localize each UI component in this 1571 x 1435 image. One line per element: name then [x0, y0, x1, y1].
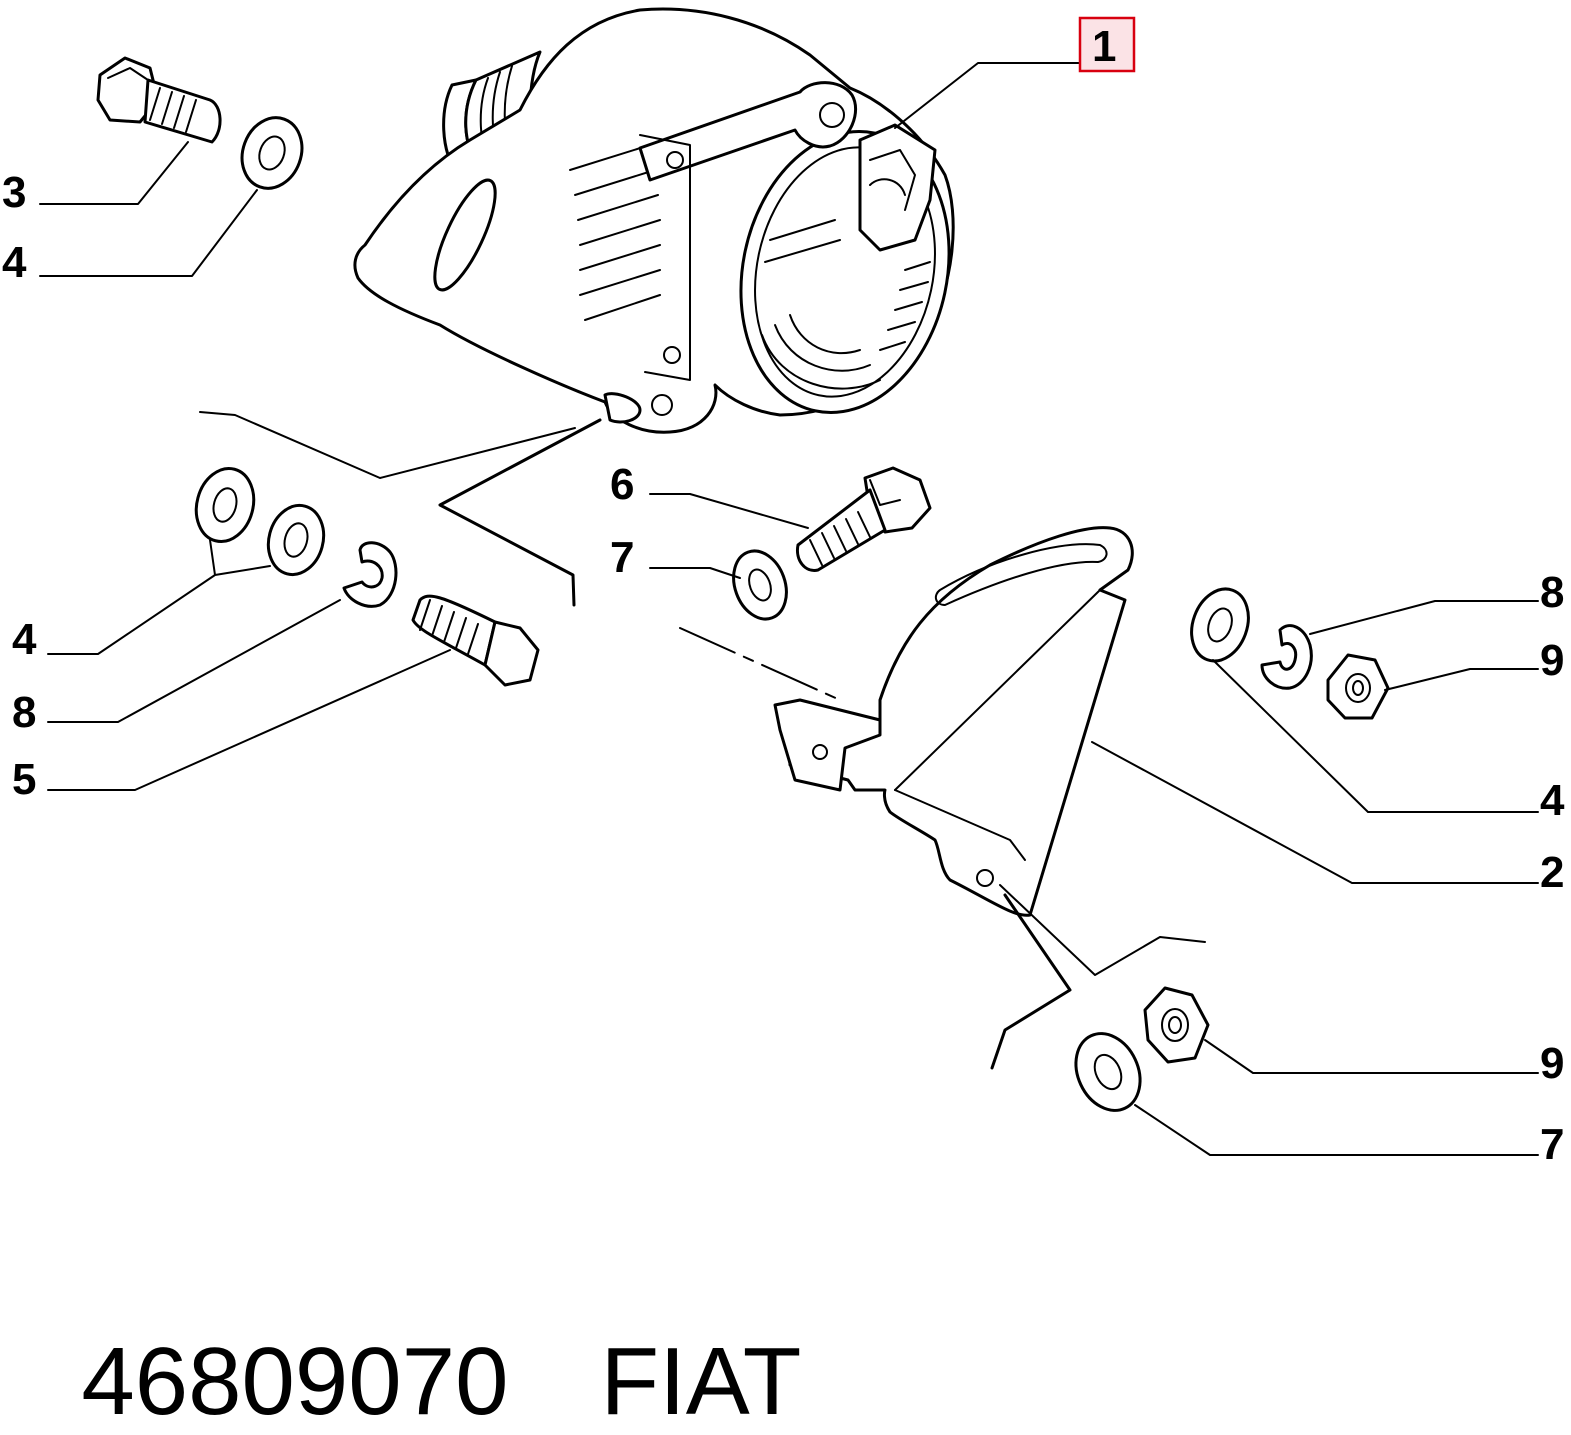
- part-number: 46809070: [81, 1328, 509, 1435]
- callout-labels: 1 3 4 6 7 4 8 5 8 9 4 2 9 7: [2, 22, 1565, 1169]
- washer-4-top: [240, 116, 304, 190]
- callout-2[interactable]: 2: [1540, 848, 1564, 897]
- exploded-parts-diagram: 1 3 4 6 7 4 8 5 8 9 4 2 9 7: [2, 7, 1565, 1169]
- brand-name: FIAT: [600, 1328, 802, 1435]
- bolt-6: [795, 466, 932, 572]
- callout-3[interactable]: 3: [2, 168, 26, 217]
- leader-lines: [39, 62, 1539, 1156]
- callout-5[interactable]: 5: [12, 755, 36, 804]
- callout-7-bottom[interactable]: 7: [1540, 1120, 1564, 1169]
- highlight-box: [1078, 16, 1136, 73]
- lock-washer-8-right: [1260, 624, 1313, 690]
- callout-4-right[interactable]: 4: [1540, 776, 1565, 825]
- washer-4-right: [1190, 587, 1250, 663]
- callout-9-bottom[interactable]: 9: [1540, 1039, 1564, 1088]
- callout-8-left[interactable]: 8: [12, 688, 36, 737]
- nut-9-right: [1326, 653, 1390, 720]
- lock-washer-8-left: [342, 541, 398, 608]
- assembly-lines: [199, 411, 1206, 1070]
- bracket-2: [773, 526, 1134, 917]
- callout-6[interactable]: 6: [610, 460, 634, 509]
- callout-4-top[interactable]: 4: [2, 238, 27, 287]
- bolt-3: [96, 56, 222, 144]
- callout-7-mid[interactable]: 7: [610, 533, 634, 582]
- callout-4-left[interactable]: 4: [12, 615, 37, 664]
- washer-4-left-b: [266, 503, 326, 577]
- washer-7-bottom: [1074, 1032, 1142, 1112]
- bolt-5: [411, 594, 540, 687]
- alternator-drawing: [353, 7, 955, 434]
- callout-8-right[interactable]: 8: [1540, 568, 1564, 617]
- callout-9-right[interactable]: 9: [1540, 636, 1564, 685]
- nut-9-bottom: [1143, 986, 1210, 1064]
- washer-4-left-a: [194, 467, 256, 543]
- washer-7-mid: [732, 549, 788, 621]
- callout-1[interactable]: 1: [1092, 22, 1116, 71]
